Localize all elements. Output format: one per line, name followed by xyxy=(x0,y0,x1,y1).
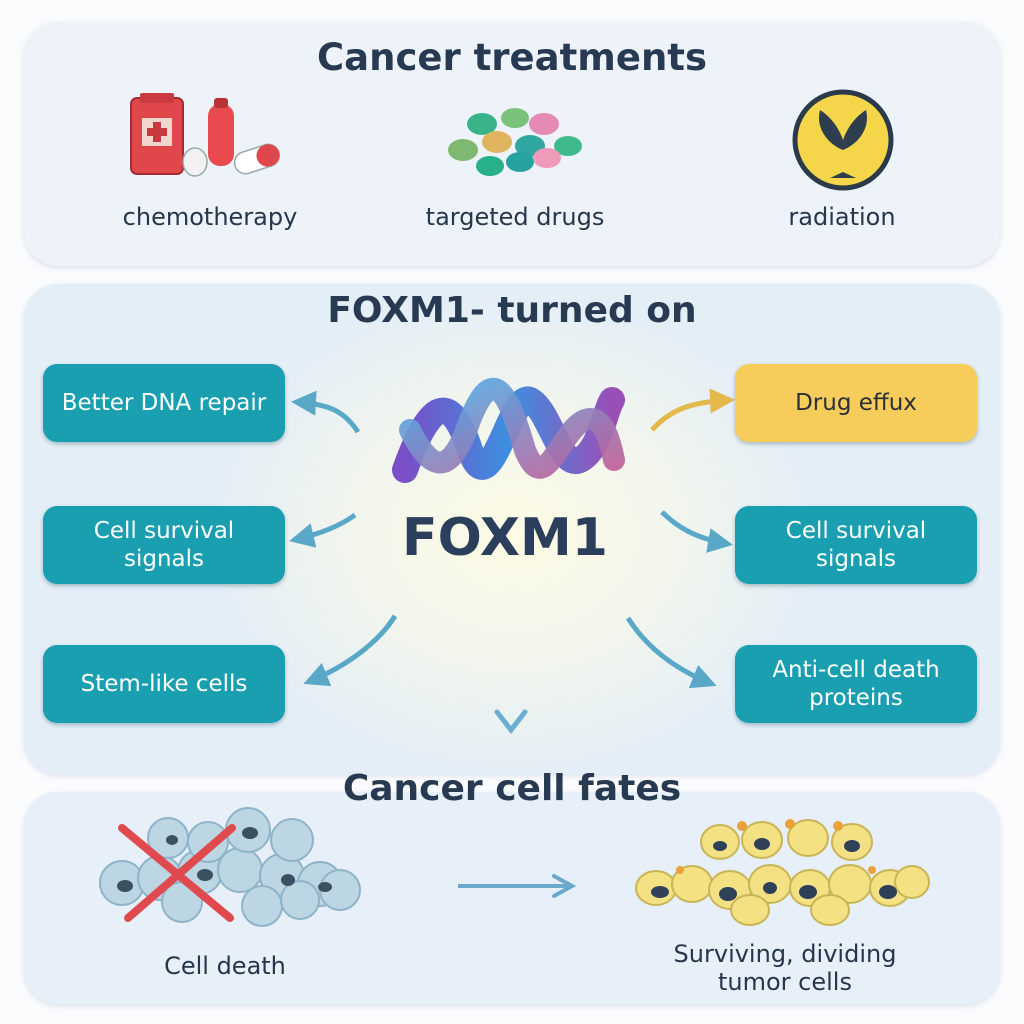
foxm1-title: FOXM1- turned on xyxy=(327,290,697,331)
pills-icon xyxy=(448,108,582,176)
targeted-drugs-label: targeted drugs xyxy=(425,203,605,231)
radiation-icon xyxy=(792,89,894,191)
foxm1-center-label: FOXM1 xyxy=(402,508,608,568)
surviving-cells-label: Surviving, dividing tumor cells xyxy=(673,940,897,996)
chemotherapy-label: chemotherapy xyxy=(122,203,298,231)
fates-arrow xyxy=(458,874,577,898)
radiation-label: radiation xyxy=(788,203,896,231)
cell-survival-right-text: Cell survival signals xyxy=(785,518,927,572)
dna-repair-text: Better DNA repair xyxy=(61,390,267,416)
cell-survival-right-box: Cell survival signals xyxy=(735,506,977,584)
cell-survival-left-text: Cell survival signals xyxy=(93,518,235,572)
chemotherapy-icon xyxy=(130,93,281,177)
anti-cell-death-box: Anti-cell death proteins xyxy=(735,645,977,723)
cross-icon xyxy=(118,824,236,922)
fates-title: Cancer cell fates xyxy=(342,768,682,809)
anti-cell-death-text: Anti-cell death proteins xyxy=(772,657,940,711)
foxm1-helix-icon xyxy=(392,377,625,483)
drug-efflux-box: Drug effux xyxy=(735,364,977,442)
cell-death-label: Cell death xyxy=(164,952,286,980)
dna-repair-box: Better DNA repair xyxy=(43,364,285,442)
stem-like-cells-box: Stem-like cells xyxy=(43,645,285,723)
foxm1-arrows xyxy=(289,388,735,735)
treatments-title: Cancer treatments xyxy=(317,36,707,79)
surviving-cells-icon xyxy=(635,819,930,926)
dead-cells-icon xyxy=(99,807,361,927)
stem-like-cells-text: Stem-like cells xyxy=(80,671,248,697)
cell-survival-left-box: Cell survival signals xyxy=(43,506,285,584)
drug-efflux-text: Drug effux xyxy=(795,390,917,416)
